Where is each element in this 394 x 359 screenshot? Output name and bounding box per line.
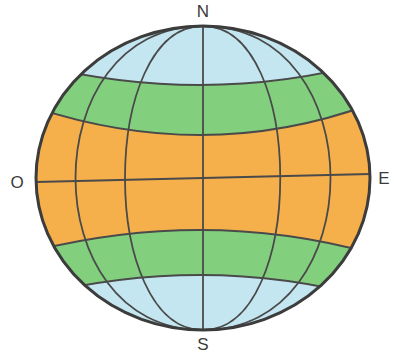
compass-letter: S [197,336,208,353]
compass-letter: N [197,3,209,20]
parallels [0,55,394,305]
compass-letter: E [378,170,389,187]
compass-letter: O [10,174,23,191]
meridians [76,26,331,330]
globe-outline [36,26,370,330]
tropical-zone [0,95,394,260]
polar-cap-south [0,275,394,359]
polar-cap-north [0,0,394,85]
